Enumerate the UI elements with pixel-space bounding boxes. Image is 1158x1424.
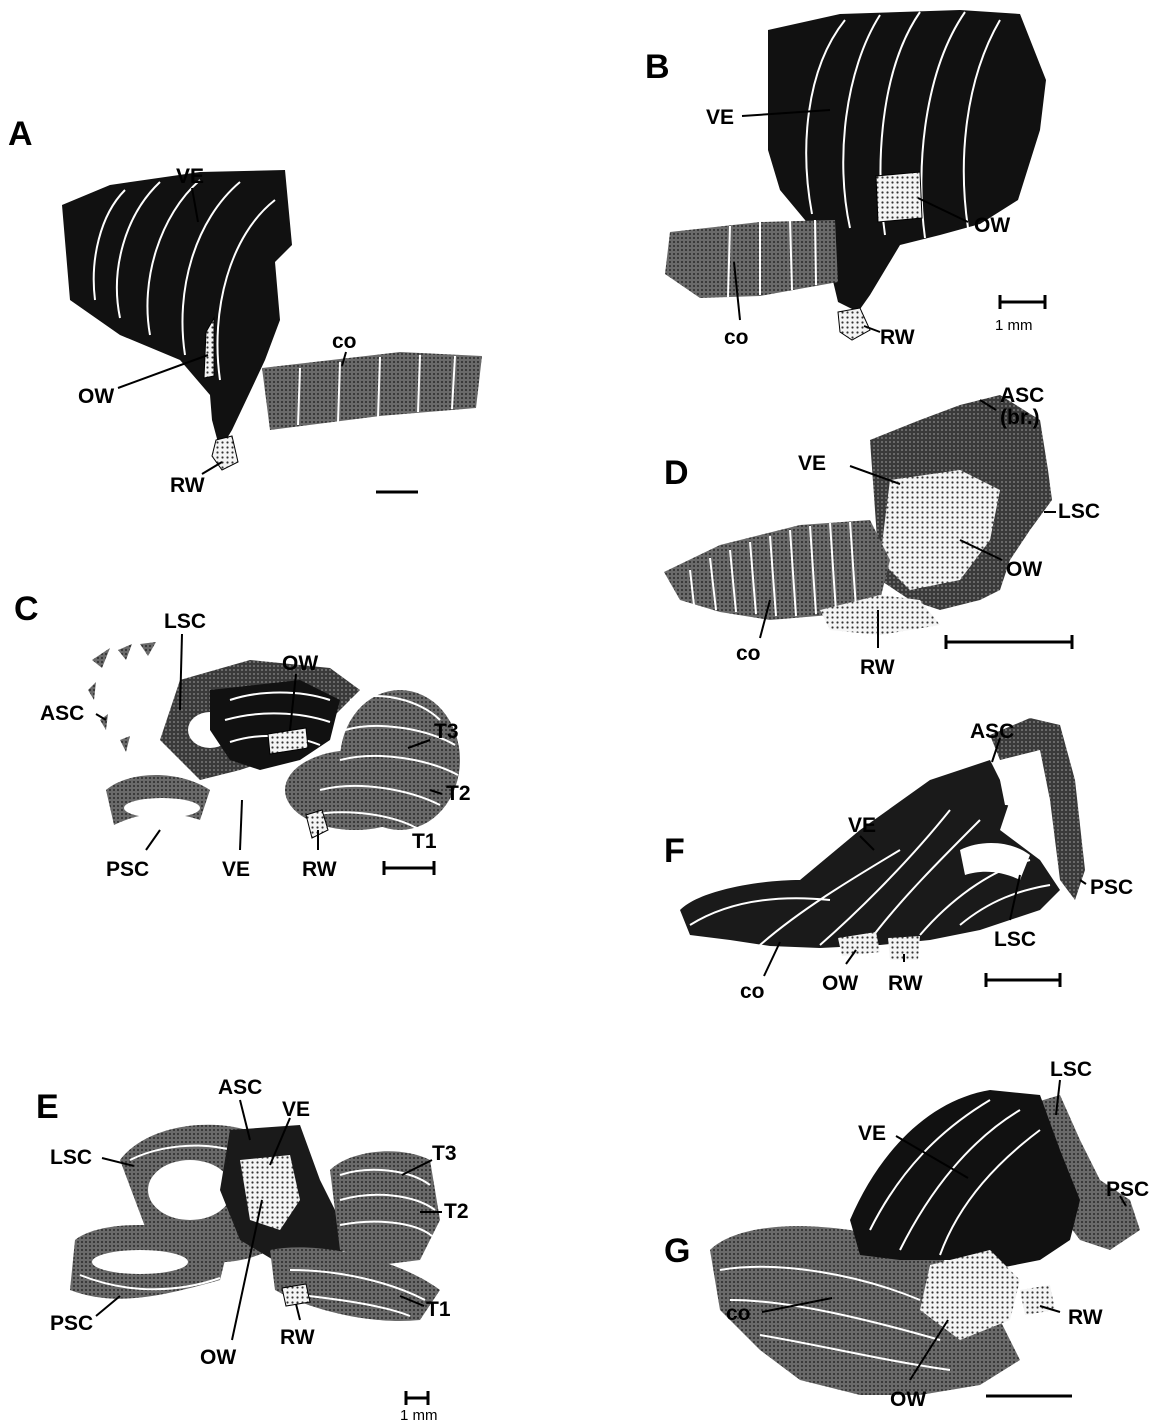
label-t3-c: T3	[434, 720, 459, 743]
label-co-a: co	[332, 330, 357, 353]
panel-b: B VE OW co RW 1 mm	[645, 10, 1046, 349]
label-asc-d: ASC	[1000, 384, 1044, 407]
label-co-g: co	[726, 1302, 751, 1325]
label-ve-b: VE	[706, 106, 734, 129]
label-t3-e: T3	[432, 1142, 457, 1165]
label-lsc-d: LSC	[1058, 500, 1100, 523]
label-rw-c: RW	[302, 858, 337, 881]
label-lsc-c: LSC	[164, 610, 206, 633]
vestibule-shape-a	[62, 170, 292, 450]
label-ow-a: OW	[78, 385, 114, 408]
panel-e: E ASC VE LSC T3	[36, 1076, 469, 1424]
label-rw-f: RW	[888, 972, 923, 995]
panel-a: A VE OW co RW	[8, 115, 482, 497]
panel-g: G LSC VE PSC co RW OW	[664, 1058, 1149, 1411]
round-window-shape-b	[838, 308, 870, 340]
label-psc-g: PSC	[1106, 1178, 1149, 1201]
label-ve-f: VE	[848, 814, 876, 837]
label-ve-g: VE	[858, 1122, 886, 1145]
label-co-d: co	[736, 642, 761, 665]
leader-co-f	[764, 942, 780, 976]
leader-psc-e	[96, 1296, 120, 1316]
label-ow-d: OW	[1006, 558, 1042, 581]
round-window-shape-g	[1020, 1285, 1055, 1315]
label-lsc-e: LSC	[50, 1146, 92, 1169]
label-ve-c: VE	[222, 858, 250, 881]
panel-letter-d: D	[664, 454, 689, 492]
panel-letter-c: C	[14, 590, 39, 628]
scale-text-b: 1 mm	[995, 317, 1033, 334]
panel-letter-a: A	[8, 115, 33, 153]
label-psc-e: PSC	[50, 1312, 93, 1335]
label-rw-e: RW	[280, 1326, 315, 1349]
label-rw-d: RW	[860, 656, 895, 679]
label-asc-e: ASC	[218, 1076, 262, 1099]
panel-letter-e: E	[36, 1088, 59, 1126]
panel-letter-g: G	[664, 1232, 690, 1270]
label-asc-c: ASC	[40, 702, 84, 725]
label-psc-c: PSC	[106, 858, 149, 881]
label-ow-e: OW	[200, 1346, 236, 1369]
label-ve-d: VE	[798, 452, 826, 475]
label-t1-c: T1	[412, 830, 437, 853]
label-ow-c: OW	[282, 652, 318, 675]
label-t1-e: T1	[426, 1298, 451, 1321]
label-asc-br-d: (br.)	[1000, 406, 1040, 429]
leader-rw-e	[296, 1304, 300, 1320]
label-psc-f: PSC	[1090, 876, 1133, 899]
vestibule-shape-g	[850, 1090, 1080, 1270]
label-ve-e: VE	[282, 1098, 310, 1121]
label-t2-e: T2	[444, 1200, 469, 1223]
label-rw-g: RW	[1068, 1306, 1103, 1329]
label-ow-f: OW	[822, 972, 858, 995]
label-ow-g: OW	[890, 1388, 926, 1411]
label-co-b: co	[724, 326, 749, 349]
label-ow-b: OW	[974, 214, 1010, 237]
label-ve-a: VE	[176, 165, 204, 188]
leader-rw-a	[202, 462, 222, 474]
label-rw-b: RW	[880, 326, 915, 349]
leader-psc-c	[146, 830, 160, 850]
cochlea-shape-b	[665, 220, 838, 298]
scale-text-e: 1 mm	[400, 1407, 438, 1424]
panel-f: F ASC VE PSC LSC co OW RW	[664, 718, 1133, 1003]
oval-window-shape-b	[876, 172, 922, 222]
label-lsc-g: LSC	[1050, 1058, 1092, 1081]
leader-ve-c	[240, 800, 242, 850]
panel-letter-b: B	[645, 48, 670, 86]
panel-letter-f: F	[664, 832, 685, 870]
panel-c: C L	[14, 590, 471, 881]
label-t2-c: T2	[446, 782, 471, 805]
panel-d: D ASC (br.) VE LSC OW co RW	[664, 384, 1100, 679]
label-co-f: co	[740, 980, 765, 1003]
round-window-shape-e	[282, 1284, 310, 1306]
label-asc-f: ASC	[970, 720, 1014, 743]
cochlea-shape-a	[262, 352, 482, 430]
label-lsc-f: LSC	[994, 928, 1036, 951]
label-rw-a: RW	[170, 474, 205, 497]
